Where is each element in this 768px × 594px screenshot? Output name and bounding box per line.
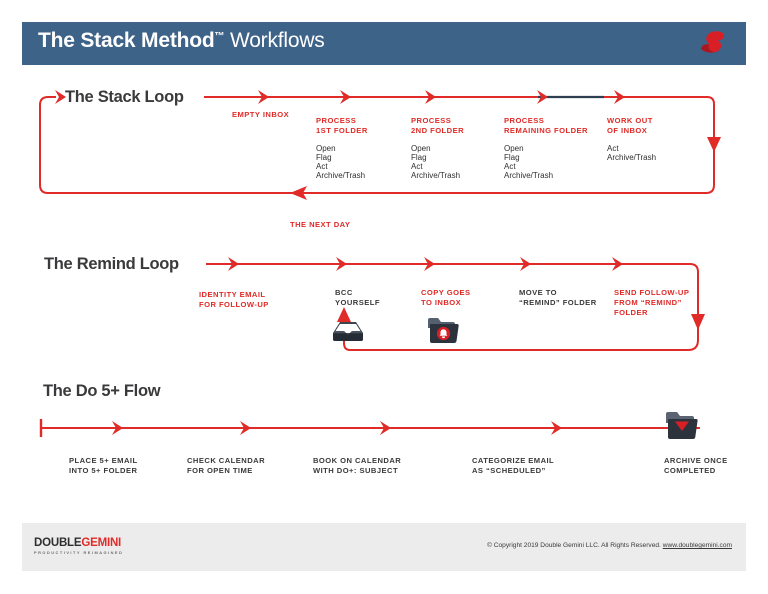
do5-step-2-label-line1: CHECK CALENDAR xyxy=(187,456,266,465)
remind-step-4-label-line2: “REMIND” FOLDER xyxy=(519,298,597,307)
do5-step-4-label-line2: AS “SCHEDULED” xyxy=(472,466,546,475)
copyright-text: © Copyright 2019 Double Gemini LLC. All … xyxy=(487,542,732,549)
remind-loop-title: The Remind Loop xyxy=(44,255,179,273)
stack-step-5-sub-1: Act xyxy=(607,144,619,153)
stack-step-4-label-line2: REMAINING FOLDER xyxy=(504,126,588,135)
stack-step-2-label-line1: PROCESS xyxy=(316,116,357,125)
stack-step-3-label-line1: PROCESS xyxy=(411,116,452,125)
stack-step-2-sub-2: Flag xyxy=(316,153,332,162)
stack-step-4-sub-2: Flag xyxy=(504,153,520,162)
remind-step-3-label-line1: COPY GOES xyxy=(421,288,471,297)
logo-text-double: DOUBLE xyxy=(34,537,82,549)
stack-loop-title: The Stack Loop xyxy=(65,88,184,106)
stack-method-s-logo xyxy=(696,26,732,62)
stack-step-4-label-line1: PROCESS xyxy=(504,116,545,125)
page-title-light: Workflows xyxy=(229,29,325,52)
do5-step-3-label-line1: BOOK ON CALENDAR xyxy=(313,456,402,465)
stack-step-1-label: EMPTY INBOX xyxy=(232,110,290,119)
stack-step-3-label-line2: 2ND FOLDER xyxy=(411,126,465,135)
stack-step-3-sub-2: Flag xyxy=(411,153,427,162)
do5-step-5-label-line2: COMPLETED xyxy=(664,466,716,475)
trademark-symbol: ™ xyxy=(214,31,225,42)
folder-bell-icon xyxy=(426,316,460,346)
page-title: The Stack Method™ Workflows xyxy=(38,29,325,53)
logo-tagline: PRODUCTIVITY REIMAGINED xyxy=(34,550,124,555)
stack-step-4-sub-3: Act xyxy=(504,162,516,171)
stack-step-3-sub-4: Archive/Trash xyxy=(411,171,461,180)
stack-step-4-sub-1: Open xyxy=(504,144,524,153)
stack-step-3-sub-1: Open xyxy=(411,144,431,153)
do5-flow-title: The Do 5+ Flow xyxy=(43,382,161,400)
stack-step-5-label-line2: OF INBOX xyxy=(607,126,648,135)
website-link[interactable]: www.doublegemini.com xyxy=(662,542,732,549)
remind-step-5-label-line3: FOLDER xyxy=(614,308,648,317)
stack-step-2-sub-4: Archive/Trash xyxy=(316,171,366,180)
stack-step-2-sub-1: Open xyxy=(316,144,336,153)
do5-step-4-label-line1: CATEGORIZE EMAIL xyxy=(472,456,555,465)
stack-step-2-sub-3: Act xyxy=(316,162,328,171)
stack-step-5-sub-2: Archive/Trash xyxy=(607,153,657,162)
do5-step-5-label-line1: ARCHIVE ONCE xyxy=(664,456,728,465)
remind-step-2-label-line1: BCC xyxy=(335,288,353,297)
do5-step-3-label-line2: WITH DO+: SUBJECT xyxy=(313,466,399,475)
remind-step-4-label-line1: MOVE TO xyxy=(519,288,558,297)
stack-step-5-label-line1: WORK OUT xyxy=(607,116,653,125)
page-header: The Stack Method™ Workflows xyxy=(22,22,746,65)
stack-loop-next-day-label: THE NEXT DAY xyxy=(290,220,351,229)
remind-step-1-label-line2: FOR FOLLOW-UP xyxy=(199,300,269,309)
stack-step-3-sub-3: Act xyxy=(411,162,423,171)
stack-step-4-sub-4: Archive/Trash xyxy=(504,171,554,180)
folder-archive-icon xyxy=(664,410,700,442)
do5-step-1-label-line2: INTO 5+ FOLDER xyxy=(69,466,138,475)
page-footer: DOUBLEGEMINI PRODUCTIVITY REIMAGINED © C… xyxy=(22,523,746,571)
stack-step-2-label-line2: 1ST FOLDER xyxy=(316,126,368,135)
do5-step-2-label-line2: FOR OPEN TIME xyxy=(187,466,253,475)
logo-text-gemini: GEMINI xyxy=(81,537,122,549)
do5-step-1-label-line1: PLACE 5+ EMAIL xyxy=(69,456,138,465)
remind-step-2-label-line2: YOURSELF xyxy=(335,298,380,307)
page-title-bold: The Stack Method xyxy=(38,29,215,52)
copyright-label: © Copyright 2019 Double Gemini LLC. All … xyxy=(487,542,663,549)
inbox-tray-icon xyxy=(330,318,366,344)
doublegemini-logo: DOUBLEGEMINI PRODUCTIVITY REIMAGINED xyxy=(34,537,123,555)
remind-step-3-label-line2: TO INBOX xyxy=(421,298,462,307)
remind-step-1-label-line1: IDENTITY EMAIL xyxy=(199,290,266,299)
remind-step-5-label-line2: FROM “REMIND” xyxy=(614,298,682,307)
remind-step-5-label-line1: SEND FOLLOW-UP xyxy=(614,288,690,297)
